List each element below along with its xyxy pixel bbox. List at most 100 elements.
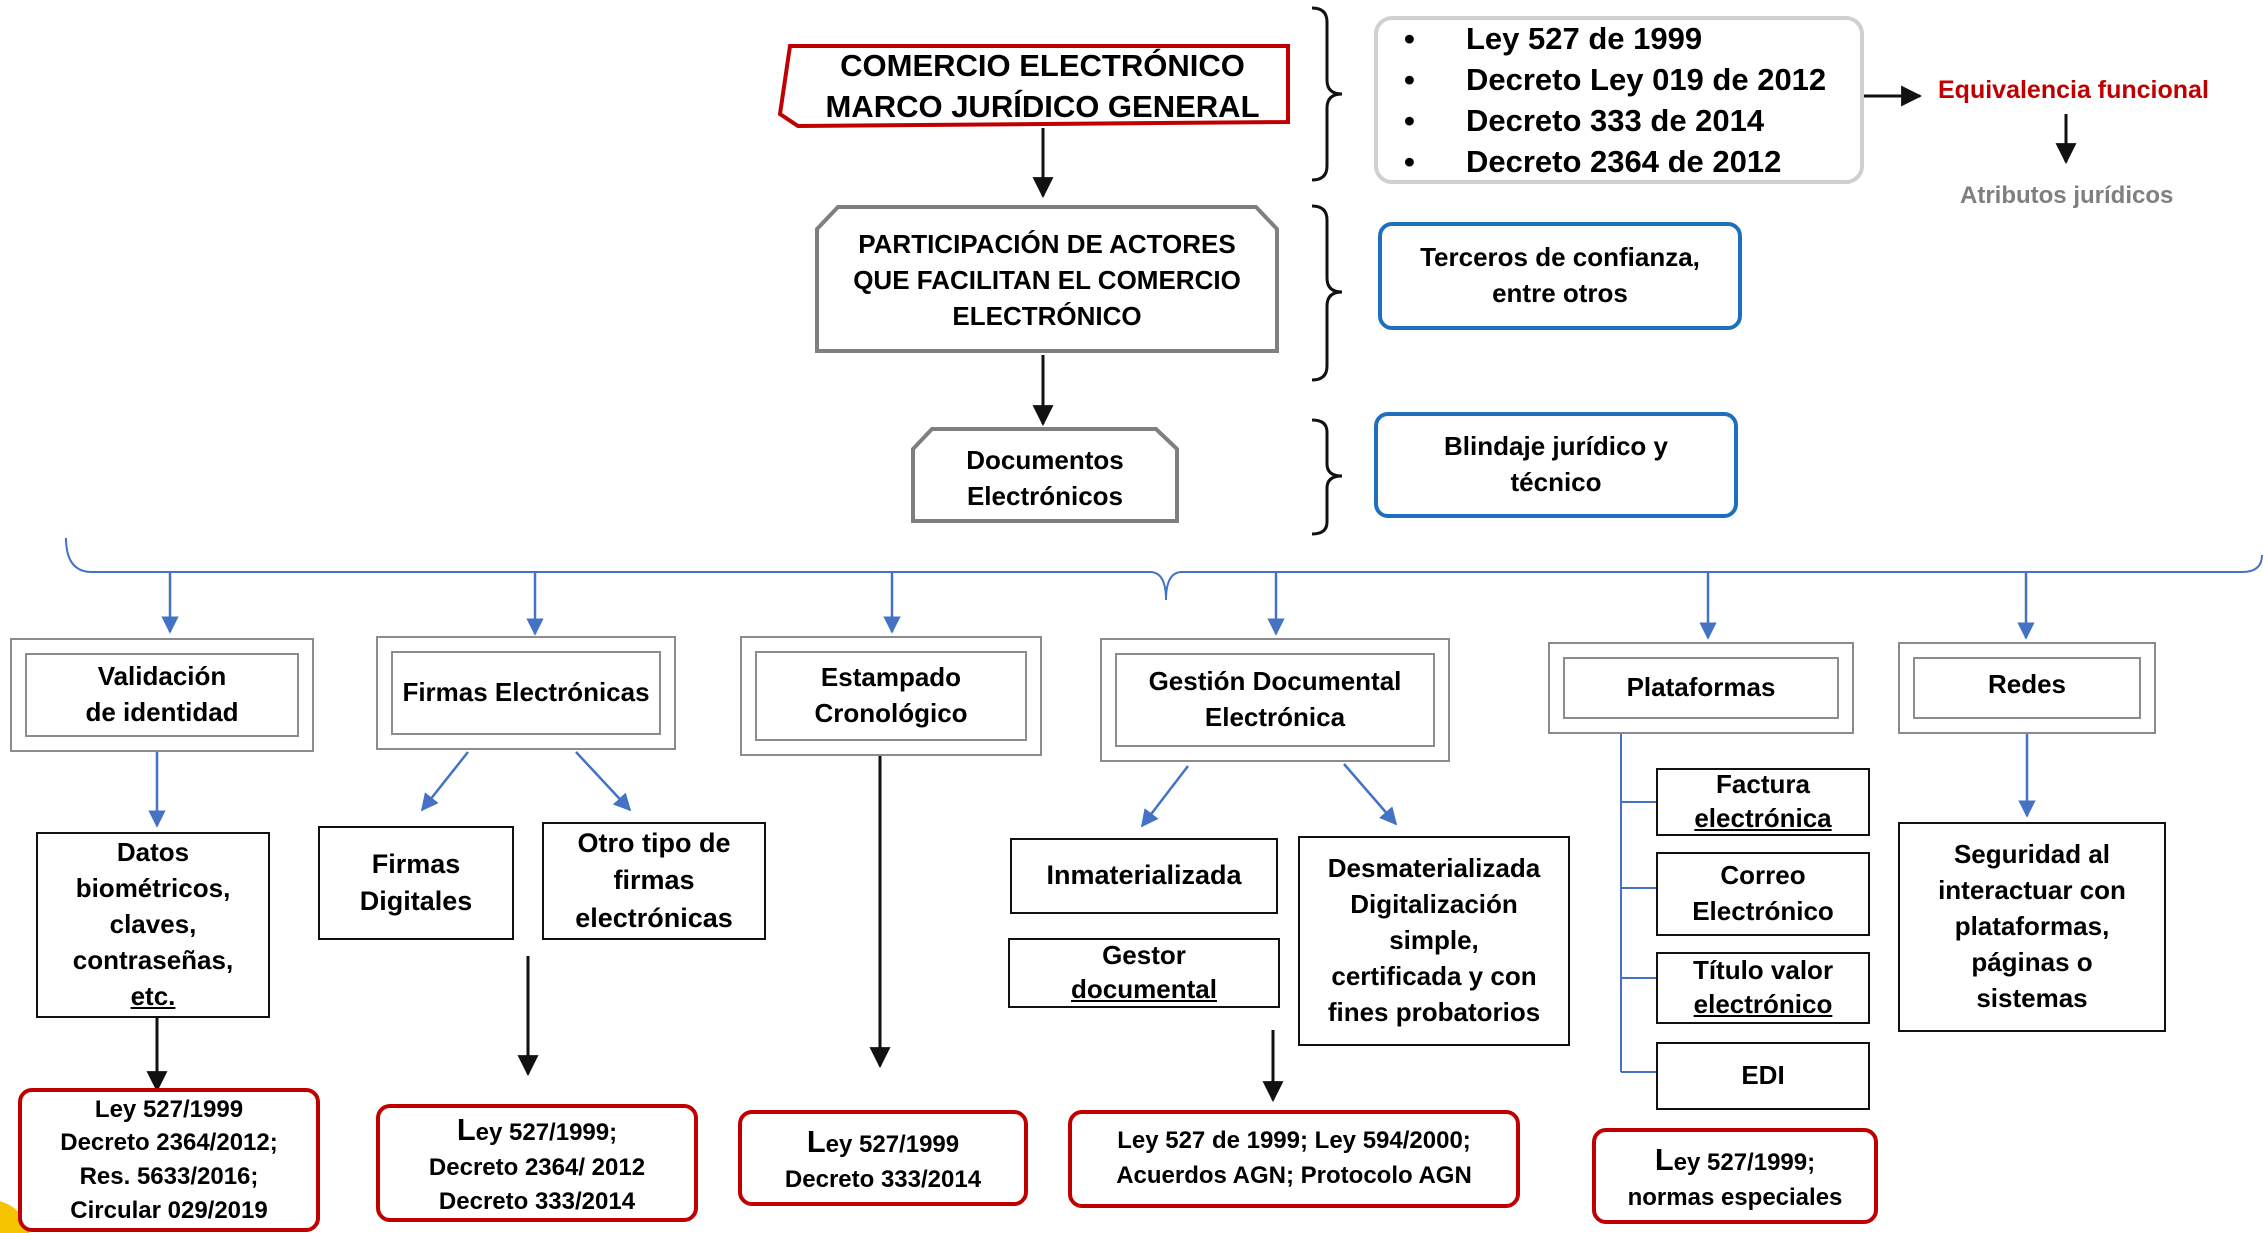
brace-laws <box>1311 6 1343 182</box>
actors-line3: ELECTRÓNICO <box>952 300 1142 331</box>
legal-line: Decreto 2364/ 2012 <box>428 1153 646 1181</box>
arrow-gestion-to-desmaterializada <box>1343 763 1398 826</box>
validacion-line2: de identidad <box>85 697 239 727</box>
legal-validacion: Ley 527/1999 Decreto 2364/2012; Res. 563… <box>18 1088 320 1232</box>
legal-line: Ley 527 de 1999; Ley 594/2000; <box>1117 1127 1471 1155</box>
desmaterializada-line: simple, <box>1389 925 1479 956</box>
titulo-box: Título valor electrónico <box>1656 952 1870 1024</box>
estampado-line2: Cronológico <box>814 698 968 728</box>
otro-tipo-line: Otro tipo de <box>577 828 731 859</box>
plataformas-line1: Plataformas <box>1626 672 1776 703</box>
docs-line2: Electrónicos <box>966 481 1124 511</box>
factura-line: electrónica <box>1694 803 1832 833</box>
datos-line: Datos <box>116 837 190 868</box>
arrow-gestion-to-inmaterializada <box>1140 765 1189 828</box>
blindaje-line2: técnico <box>1510 467 1602 497</box>
legal-line: Circular 029/2019 <box>70 1196 268 1224</box>
legal-line: Res. 5633/2016; <box>79 1163 259 1190</box>
desmaterializada-line: Digitalización <box>1350 889 1518 920</box>
legal-line: normas especiales <box>1627 1183 1843 1211</box>
seguridad-line: páginas o <box>1971 946 2093 977</box>
edi-text: EDI <box>1741 1060 1785 1091</box>
arrow-firmas-to-otro <box>575 751 632 812</box>
legal-first-letter: L <box>1654 1141 1674 1177</box>
law-item: Decreto Ley 019 de 2012 <box>1378 59 1826 100</box>
inmaterializada-text: Inmaterializada <box>1046 860 1242 891</box>
firmas-line1: Firmas Electrónicas <box>402 677 650 708</box>
legal-first-letter: L <box>456 1111 476 1147</box>
blindaje-line1: Blindaje jurídico y <box>1444 431 1668 462</box>
brace-docs <box>1311 418 1343 536</box>
brace-actors <box>1311 204 1343 382</box>
otro-tipo-line: electrónicas <box>575 902 733 933</box>
category-gestion: Gestión Documental Electrónica <box>1100 638 1450 762</box>
legal-firmas: Ley 527/1999; Decreto 2364/ 2012 Decreto… <box>376 1104 698 1222</box>
category-validacion: Validación de identidad <box>10 638 314 752</box>
actors-line1: PARTICIPACIÓN DE ACTORES <box>858 229 1236 260</box>
edi-box: EDI <box>1656 1042 1870 1110</box>
legal-line: ey 527/1999; <box>475 1118 618 1146</box>
seguridad-line: interactuar con <box>1938 875 2126 906</box>
datos-line: biométricos, <box>75 873 231 904</box>
docs-box: Documentos Electrónicos <box>916 436 1174 522</box>
desmaterializada-line: fines probatorios <box>1327 996 1541 1027</box>
estampado-line1: Estampado <box>820 662 962 693</box>
actors-box: PARTICIPACIÓN DE ACTORES QUE FACILITAN E… <box>820 212 1274 350</box>
terceros-line1: Terceros de confianza, <box>1420 242 1700 273</box>
law-item: Decreto 2364 de 2012 <box>1378 141 1826 182</box>
law-item: Decreto 333 de 2014 <box>1378 100 1826 141</box>
seguridad-line: plataformas, <box>1954 911 2110 942</box>
legal-line: Acuerdos AGN; Protocolo AGN <box>1116 1162 1472 1189</box>
otro-tipo-line: firmas <box>613 865 695 896</box>
terceros-line2: entre otros <box>1492 278 1628 308</box>
law-item: Ley 527 de 1999 <box>1378 18 1826 59</box>
firmas-digitales-box: Firmas Digitales <box>318 826 514 940</box>
factura-box: Factura electrónica <box>1656 768 1870 836</box>
laws-list: Ley 527 de 1999 Decreto Ley 019 de 2012 … <box>1378 18 1826 182</box>
legal-gestion: Ley 527 de 1999; Ley 594/2000; Acuerdos … <box>1068 1110 1520 1208</box>
main-title: COMERCIO ELECTRÓNICO MARCO JURÍDICO GENE… <box>790 46 1295 128</box>
legal-plataformas: Ley 527/1999; normas especiales <box>1592 1128 1878 1224</box>
validacion-line1: Validación <box>97 661 227 692</box>
main-title-line2: MARCO JURÍDICO GENERAL <box>825 89 1260 124</box>
category-redes: Redes <box>1898 642 2156 734</box>
terceros-box: Terceros de confianza, entre otros <box>1378 222 1742 330</box>
legal-line: Decreto 333/2014 <box>784 1165 982 1193</box>
seguridad-box: Seguridad al interactuar con plataformas… <box>1898 822 2166 1032</box>
datos-box: Datos biométricos, claves, contraseñas, … <box>36 832 270 1018</box>
gestor-line: Gestor <box>1102 940 1186 971</box>
equivalencia-label: Equivalencia funcional <box>1938 76 2209 104</box>
gestor-line: documental <box>1071 974 1217 1004</box>
category-firmas: Firmas Electrónicas <box>376 636 676 750</box>
seguridad-line: Seguridad al <box>1953 839 2111 870</box>
legal-line: ey 527/1999 <box>825 1130 960 1158</box>
desmaterializada-box: Desmaterializada Digitalización simple, … <box>1298 836 1570 1046</box>
category-estampado: Estampado Cronológico <box>740 636 1042 756</box>
redes-line1: Redes <box>1987 669 2067 699</box>
category-plataformas: Plataformas <box>1548 642 1854 734</box>
legal-line: Decreto 2364/2012; <box>60 1129 278 1157</box>
main-title-shape <box>778 44 1290 129</box>
blindaje-box: Blindaje jurídico y técnico <box>1374 412 1738 518</box>
arrow-firmas-to-digitales <box>420 751 469 812</box>
horizontal-brace <box>65 537 2263 601</box>
titulo-line: Título valor <box>1692 955 1834 986</box>
gestor-box: Gestor documental <box>1008 938 1280 1008</box>
firmas-digitales-line: Digitales <box>359 886 473 916</box>
actors-line2: QUE FACILITAN EL COMERCIO <box>853 265 1241 296</box>
atributos-label: Atributos jurídicos <box>1960 182 2174 209</box>
correo-line: Correo <box>1720 860 1806 891</box>
legal-line: Ley 527/1999 <box>94 1095 244 1123</box>
docs-shape <box>911 427 1179 523</box>
factura-line: Factura <box>1716 769 1810 800</box>
legal-estampado: Ley 527/1999 Decreto 333/2014 <box>738 1110 1028 1206</box>
actors-shape <box>815 205 1279 353</box>
desmaterializada-line: Desmaterializada <box>1327 853 1541 884</box>
correo-line: Electrónico <box>1692 896 1834 926</box>
datos-line: contraseñas, <box>72 944 234 975</box>
otro-tipo-box: Otro tipo de firmas electrónicas <box>542 822 766 940</box>
seguridad-line: sistemas <box>1976 982 2088 1013</box>
inmaterializada-box: Inmaterializada <box>1010 838 1278 914</box>
titulo-line: electrónico <box>1693 989 1833 1019</box>
